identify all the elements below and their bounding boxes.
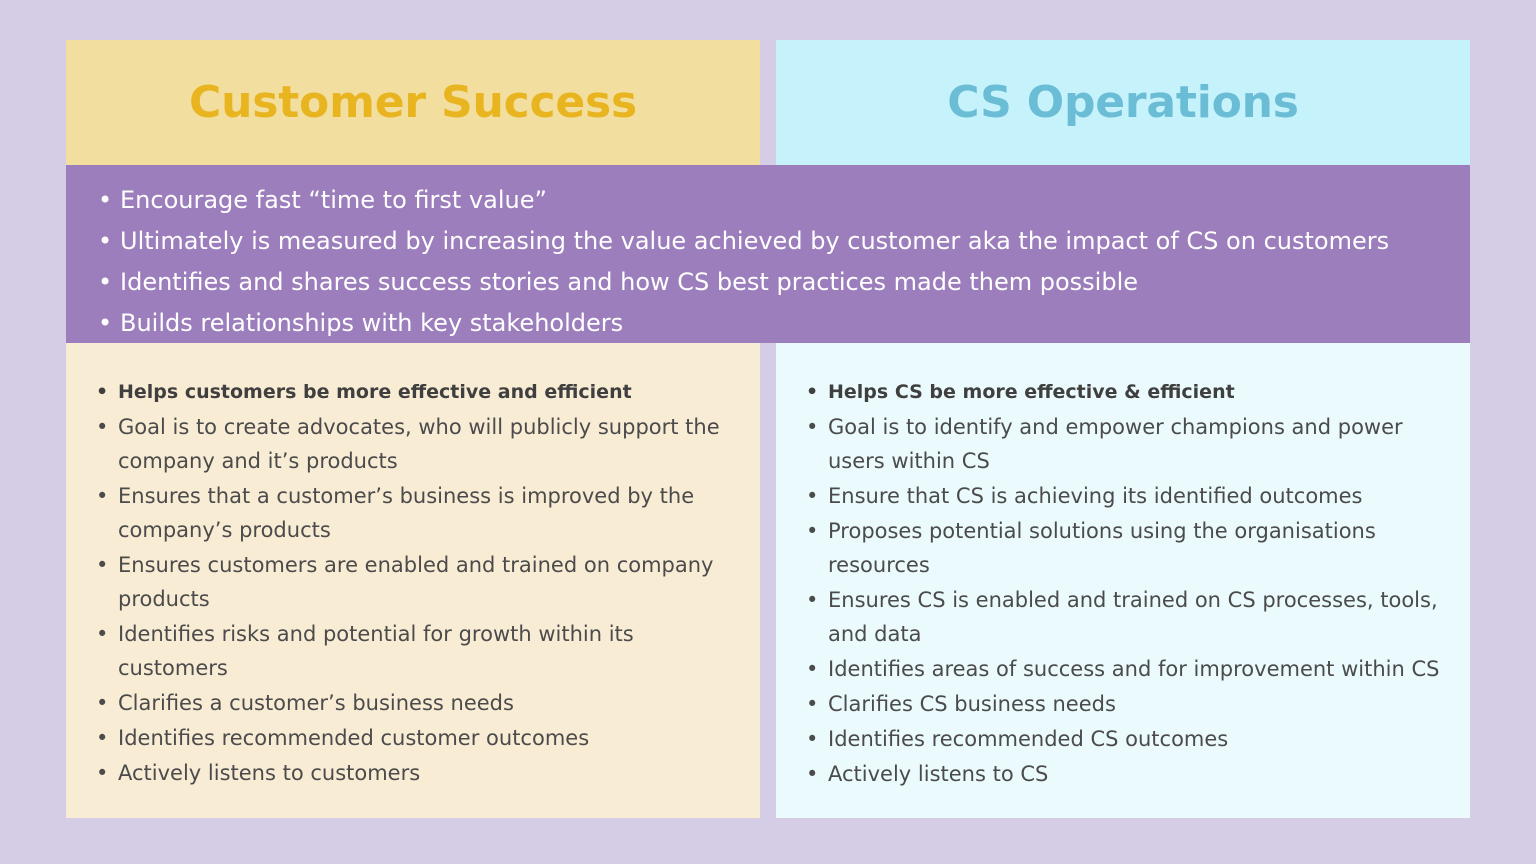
right-column-title: CS Operations — [947, 76, 1299, 128]
shared-band-bullet-list: Encourage fast “time to first value” Ult… — [94, 181, 1446, 343]
list-item: Identifies areas of success and for impr… — [802, 652, 1452, 686]
list-item: Builds relationships with key stakeholde… — [94, 304, 1446, 343]
left-column-body: Helps customers be more effective and ef… — [66, 343, 760, 818]
left-column-bullet-list: Helps customers be more effective and ef… — [92, 375, 742, 790]
list-item: Encourage fast “time to first value” — [94, 181, 1446, 220]
list-item: Ensures that a customer’s business is im… — [92, 479, 742, 547]
list-item: Ensures customers are enabled and traine… — [92, 548, 742, 616]
list-item: Clarifies a customer’s business needs — [92, 686, 742, 720]
list-item: Goal is to identify and empower champion… — [802, 410, 1452, 478]
list-item: Identifies recommended CS outcomes — [802, 722, 1452, 756]
list-item: Identifies risks and potential for growt… — [92, 617, 742, 685]
list-item: Identifies and shares success stories an… — [94, 263, 1446, 302]
list-item: Helps CS be more effective & efficient — [802, 375, 1452, 409]
list-item: Helps customers be more effective and ef… — [92, 375, 742, 409]
list-item: Goal is to create advocates, who will pu… — [92, 410, 742, 478]
list-item: Actively listens to customers — [92, 756, 742, 790]
list-item: Clarifies CS business needs — [802, 687, 1452, 721]
list-item: Ultimately is measured by increasing the… — [94, 222, 1446, 261]
right-column-body: Helps CS be more effective & efficient G… — [776, 343, 1470, 818]
list-item: Ensures CS is enabled and trained on CS … — [802, 583, 1452, 651]
list-item: Actively listens to CS — [802, 757, 1452, 791]
left-column-title: Customer Success — [189, 76, 637, 128]
right-column-bullet-list: Helps CS be more effective & efficient G… — [802, 375, 1452, 791]
list-item: Identifies recommended customer outcomes — [92, 721, 742, 755]
right-column-header: CS Operations — [776, 40, 1470, 165]
column-customer-success: Customer Success Helps customers be more… — [66, 40, 760, 818]
list-item: Proposes potential solutions using the o… — [802, 514, 1452, 582]
column-cs-operations: CS Operations Helps CS be more effective… — [776, 40, 1470, 818]
shared-responsibilities-band: Encourage fast “time to first value” Ult… — [66, 165, 1470, 343]
left-column-header: Customer Success — [66, 40, 760, 165]
list-item: Ensure that CS is achieving its identifi… — [802, 479, 1452, 513]
